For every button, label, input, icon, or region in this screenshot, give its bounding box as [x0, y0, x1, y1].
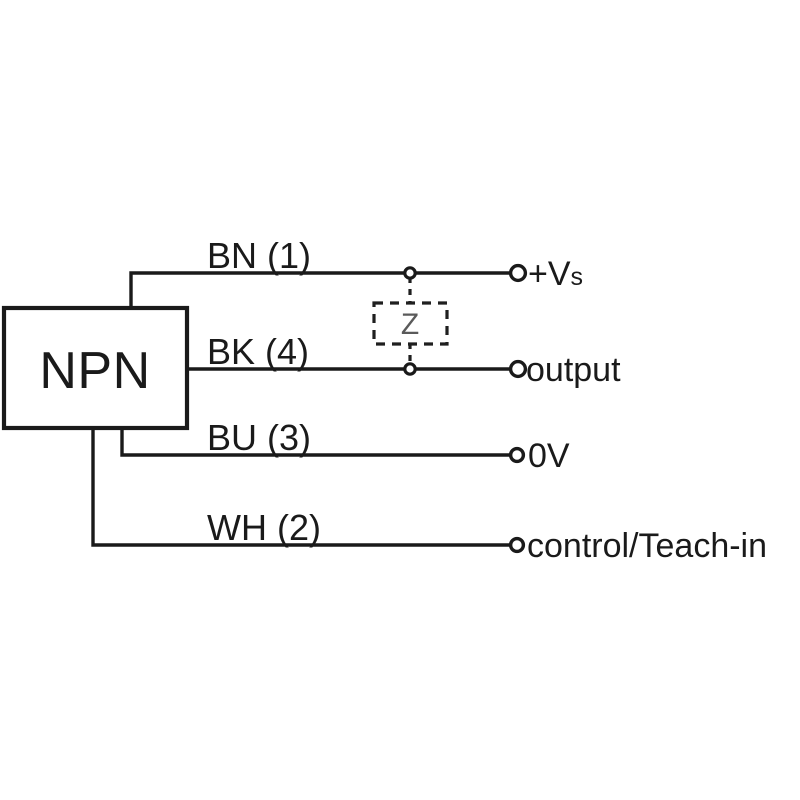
sensor-block-outline	[1, 305, 190, 431]
terminal-ring-output[interactable]	[508, 359, 528, 379]
terminal-ring-0v[interactable]	[508, 446, 526, 464]
wire-label-wh: WH (2)	[207, 507, 321, 548]
terminal-ring-vs[interactable]	[508, 263, 528, 283]
junction-dot-bk	[403, 362, 417, 376]
sensor-block-label: NPN	[39, 342, 150, 400]
wire-label-bk: BK (4)	[207, 331, 309, 372]
wire-label-bu: BU (3)	[207, 417, 311, 458]
terminal-label-0v: 0V	[528, 437, 570, 475]
terminal-ring-control[interactable]	[508, 536, 526, 554]
terminal-label-output: output	[526, 351, 621, 389]
load-impedance-box	[372, 301, 449, 346]
terminal-label-vs-main: +V	[528, 255, 571, 293]
wire-label-bn: BN (1)	[207, 235, 311, 276]
load-impedance-label: Z	[401, 308, 419, 341]
wire-path-bu	[120, 428, 511, 457]
wire-path-wh	[91, 428, 511, 547]
terminal-label-control: control/Teach-in	[527, 527, 767, 565]
terminal-label-vs-sub: s	[571, 263, 584, 291]
wire-path-bn-left	[129, 271, 409, 308]
terminal-label-vs: +Vs	[528, 255, 583, 293]
junction-dot-bn	[403, 266, 417, 280]
